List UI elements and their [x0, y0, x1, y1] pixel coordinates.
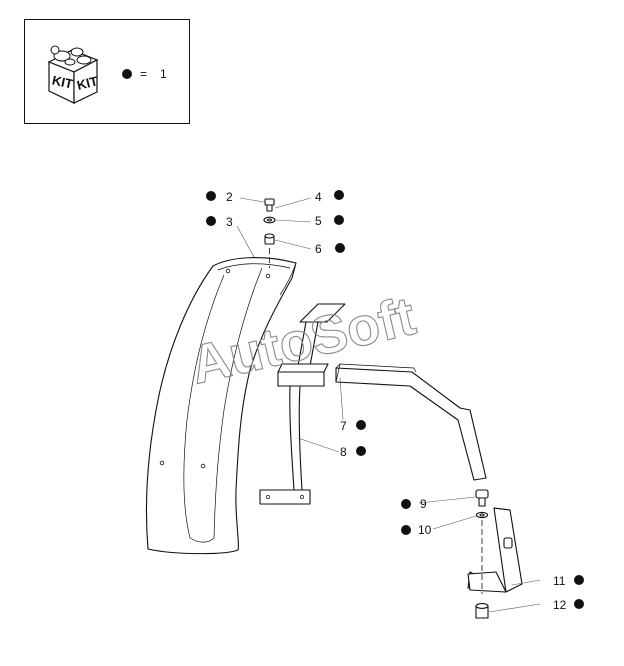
callout-dot-7	[356, 420, 366, 430]
legend-quantity: 1	[160, 67, 167, 81]
kit-label-right: KIT	[75, 73, 99, 93]
callout-dot-8	[356, 446, 366, 456]
mudguard-part-3	[145, 257, 297, 555]
callouts: 2 3 4 5 6 7 8 9 10 11 12	[206, 190, 584, 612]
legend-dot-icon	[122, 69, 132, 79]
kit-label-left: KIT	[51, 73, 75, 92]
callout-8: 8	[340, 445, 347, 459]
bent-arm-part-7	[335, 363, 487, 481]
bolt-stack-4-5-6	[263, 198, 276, 268]
bolt-9-washer-10	[475, 489, 489, 594]
callout-dot-9	[401, 499, 411, 509]
callout-7: 7	[340, 419, 347, 433]
callout-3: 3	[226, 215, 233, 229]
callout-5: 5	[315, 214, 322, 228]
kit-box-icon: KIT KIT	[47, 45, 99, 104]
callout-dot-12	[574, 599, 584, 609]
callout-dot-3	[206, 216, 216, 226]
leader-lines	[236, 197, 541, 613]
kit-legend: KIT KIT = 1	[24, 19, 190, 124]
callout-11: 11	[553, 574, 566, 588]
callout-dot-5	[334, 215, 344, 225]
legend-equals: =	[140, 67, 147, 81]
callout-2: 2	[226, 190, 233, 204]
support-bracket-part-8	[259, 303, 346, 505]
lower-bracket-part-11	[467, 507, 523, 593]
callout-10: 10	[418, 523, 432, 537]
spacer-part-12	[475, 603, 489, 619]
callout-12: 12	[553, 598, 567, 612]
callout-9: 9	[420, 497, 427, 511]
callout-dot-11	[574, 575, 584, 585]
callout-dot-6	[335, 243, 345, 253]
callout-dot-10	[401, 525, 411, 535]
callout-dot-4	[334, 190, 344, 200]
callout-4: 4	[315, 190, 322, 204]
callout-6: 6	[315, 242, 322, 256]
callout-dot-2	[206, 191, 216, 201]
